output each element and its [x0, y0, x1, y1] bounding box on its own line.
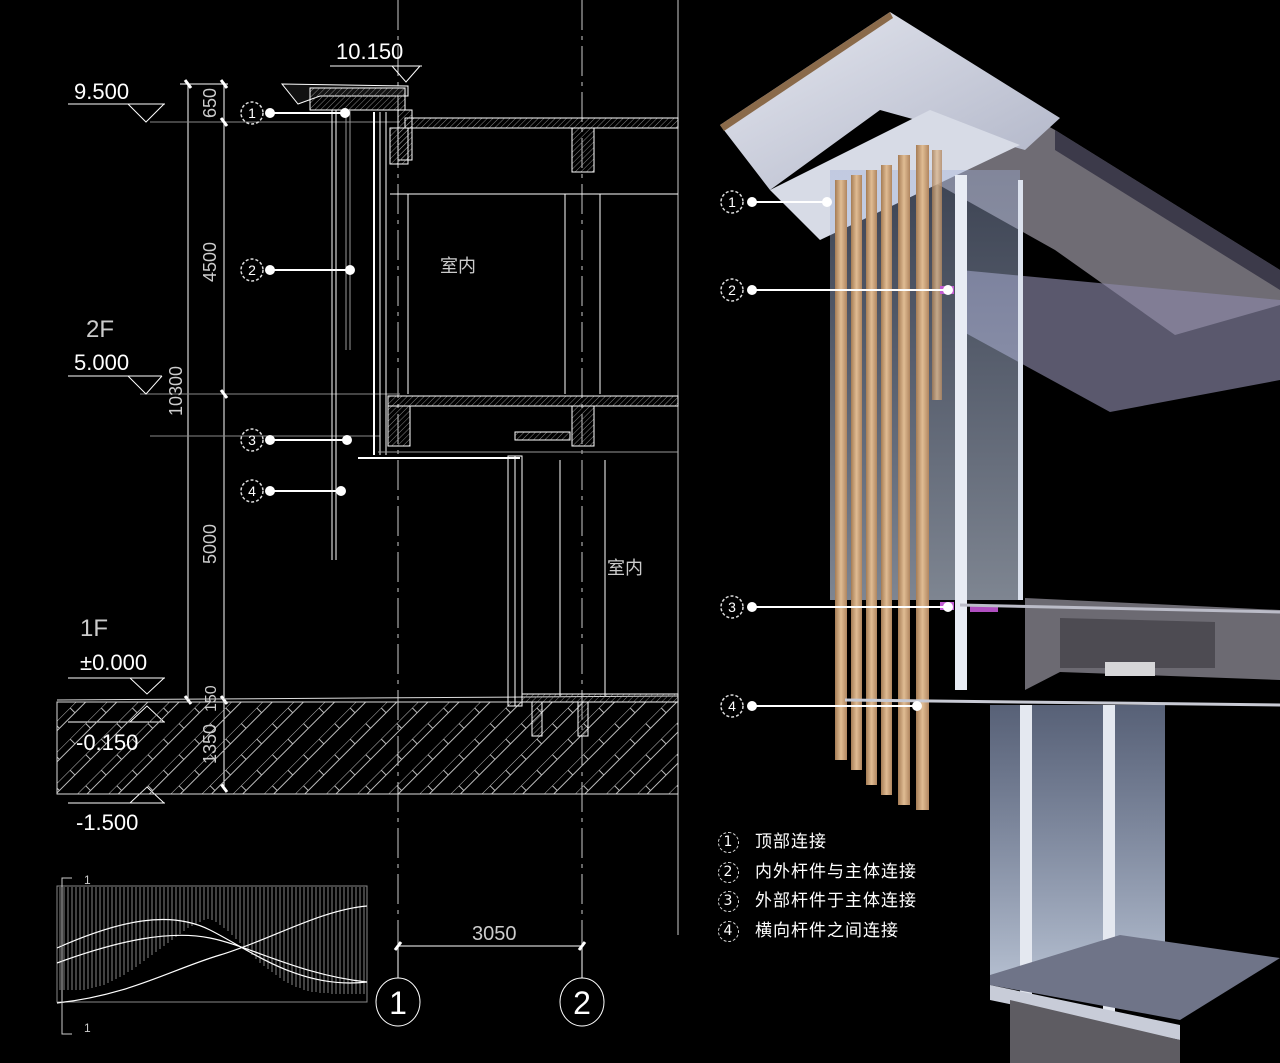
- legend-item: 1 顶部连接: [718, 828, 917, 858]
- legend-label: 内外杆件与主体连接: [755, 861, 917, 882]
- legend-item: 4 横向杆件之间连接: [718, 917, 917, 947]
- room-label-lower: 室内: [607, 558, 643, 578]
- connection-legend: 1 顶部连接 2 内外杆件与主体连接 3 外部杆件于主体连接 4 横向杆件之间连…: [718, 828, 917, 946]
- elevation-1f: ±0.000: [80, 650, 147, 675]
- dim-150: 150: [203, 685, 220, 712]
- render-callout-1: 1: [728, 194, 736, 210]
- elevation-2f: 5.000: [74, 350, 129, 375]
- dim-3050: 3050: [472, 923, 517, 945]
- legend-label: 顶部连接: [755, 832, 827, 852]
- louver-elevation-lines: [59, 887, 365, 994]
- elevation-roof-top: 10.150: [336, 39, 403, 64]
- legend-item: 3 外部杆件于主体连接: [718, 887, 917, 917]
- cad-callout-4: 4: [248, 483, 256, 499]
- cad-callout-3: 3: [248, 432, 256, 448]
- section-mark-bottom: 1: [84, 1021, 91, 1035]
- axonometric-render: 1 2 3 4: [720, 12, 1280, 1063]
- render-callout-4: 4: [728, 698, 736, 714]
- dim-4500: 4500: [200, 242, 220, 282]
- legend-number-badge: 3: [718, 891, 739, 913]
- legend-number-badge: 4: [718, 920, 739, 942]
- cad-annotations: 9.500 10.150 2F 5.000 1F ±0.000 -0.150 -…: [74, 39, 643, 1035]
- elevation-foundation: -1.500: [76, 810, 138, 835]
- dim-10300: 10300: [166, 366, 186, 416]
- dim-1350: 1350: [200, 724, 220, 764]
- dim-650: 650: [200, 88, 220, 118]
- legend-label: 横向杆件之间连接: [755, 920, 899, 941]
- legend-number-badge: 2: [718, 861, 739, 883]
- floor-label-1f: 1F: [80, 615, 108, 642]
- axis-label-1: 1: [389, 985, 407, 1021]
- legend-item: 2 内外杆件与主体连接: [718, 858, 917, 888]
- room-label-upper: 室内: [440, 256, 476, 276]
- dim-5000: 5000: [200, 524, 220, 564]
- elevation-parapet: 9.500: [74, 79, 129, 104]
- legend-number-badge: 1: [718, 832, 739, 854]
- legend-label: 外部杆件于主体连接: [755, 891, 917, 911]
- axis-label-2: 2: [573, 985, 591, 1021]
- elevation-ground: -0.150: [76, 730, 138, 755]
- wood-louvers: [835, 145, 942, 810]
- section-mark-top: 1: [84, 873, 91, 887]
- render-callout-2: 2: [728, 282, 736, 298]
- floor-label-2f: 2F: [86, 316, 114, 343]
- render-callout-3: 3: [728, 599, 736, 615]
- cad-callout-2: 2: [248, 262, 256, 278]
- cad-section: [56, 0, 679, 1035]
- cad-callout-1: 1: [248, 105, 256, 121]
